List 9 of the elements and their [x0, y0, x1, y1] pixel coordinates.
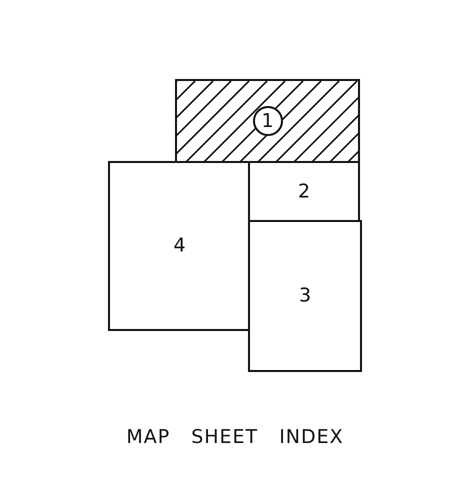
sheet-number: 3: [298, 286, 312, 306]
sheet-number: 4: [173, 236, 186, 256]
sheet-number: 2: [298, 182, 310, 201]
map-sheet: [248, 220, 362, 372]
circled-sheet-number: 1: [252, 106, 282, 136]
caption: MAP SHEET INDEX: [125, 426, 345, 448]
map-sheet: [108, 161, 251, 331]
hatched-map-sheet: [175, 79, 360, 163]
map-sheet: [248, 161, 360, 222]
